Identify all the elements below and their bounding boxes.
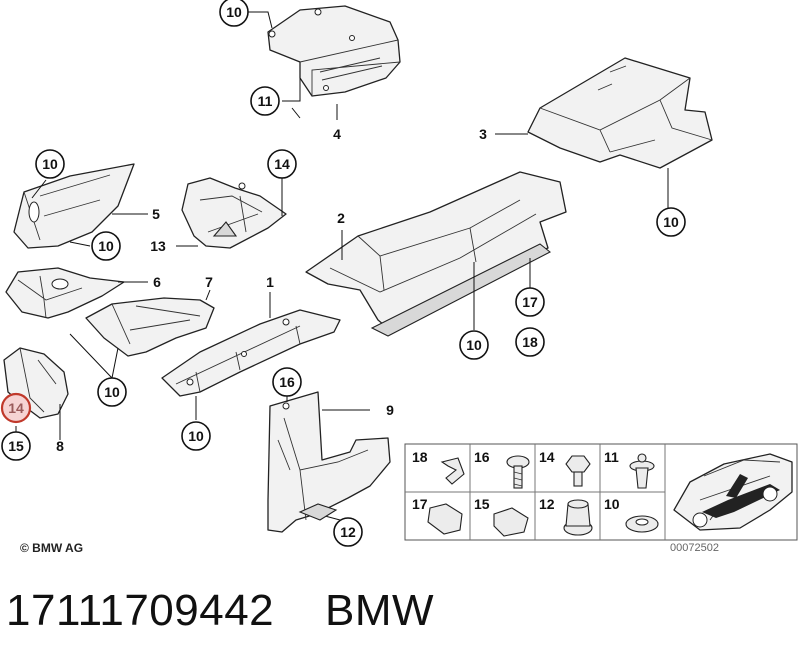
- part-5-heat-shield: [13, 163, 135, 249]
- panel-cell-15: 15: [474, 496, 490, 512]
- nut-15-drawing: [493, 507, 529, 537]
- label-8: 8: [56, 438, 64, 454]
- callout-10-lower: 10: [181, 421, 211, 451]
- callout-11: 11: [250, 86, 280, 116]
- copyright-notice: © BMW AG: [20, 541, 84, 555]
- panel-cell-11: 11: [604, 449, 619, 465]
- callout-14-upper: 14: [267, 149, 297, 179]
- label-4: 4: [333, 126, 341, 142]
- part-2-tunnel-shield: [305, 171, 567, 337]
- callout-10-left-mid: 10: [91, 231, 121, 261]
- part-7-heat-shield: [85, 297, 215, 357]
- nut-12-drawing: [563, 499, 593, 536]
- callout-10-left-top: 10: [35, 149, 65, 179]
- svg-text:1: 1: [266, 274, 274, 290]
- svg-text:18: 18: [522, 334, 538, 350]
- part-3-heat-shield: [527, 57, 713, 169]
- part-1-heat-shield: [161, 309, 341, 397]
- callout-15: 15: [1, 431, 31, 461]
- panel-cell-12: 12: [539, 496, 555, 512]
- part-6-heat-shield: [5, 267, 125, 319]
- callout-17-center: 17: [515, 287, 545, 317]
- svg-text:10: 10: [466, 337, 482, 353]
- callout-14-highlighted: 14: [0, 392, 32, 424]
- svg-text:9: 9: [386, 402, 394, 418]
- callout-10-left-lower: 10: [97, 377, 127, 407]
- svg-text:10: 10: [104, 384, 120, 400]
- label-3: 3: [479, 126, 487, 142]
- panel-cell-18: 18: [412, 449, 428, 465]
- panel-cell-16: 16: [474, 449, 490, 465]
- panel-cell-17: 17: [412, 496, 428, 512]
- washer-10-drawing: [625, 515, 659, 533]
- svg-text:17: 17: [522, 294, 538, 310]
- rivet-11-drawing: [629, 453, 655, 489]
- part-9-heat-shield: [267, 391, 391, 533]
- svg-text:7: 7: [205, 274, 213, 290]
- svg-text:15: 15: [8, 438, 24, 454]
- part-13-heat-shield: [181, 177, 287, 249]
- label-1: 1: [266, 274, 274, 290]
- svg-text:8: 8: [56, 438, 64, 454]
- svg-text:14: 14: [8, 400, 24, 416]
- svg-text:2: 2: [337, 210, 345, 226]
- clip-17-drawing: [427, 503, 463, 535]
- svg-text:3: 3: [479, 126, 487, 142]
- clip-18-drawing: [440, 457, 465, 485]
- callout-10-right: 10: [656, 207, 686, 237]
- callout-18-center: 18: [515, 327, 545, 357]
- svg-text:5: 5: [152, 206, 160, 222]
- svg-text:10: 10: [663, 214, 679, 230]
- svg-text:10: 10: [98, 238, 114, 254]
- panel-cell-10: 10: [604, 496, 620, 512]
- panel-cell-14: 14: [539, 449, 555, 465]
- svg-text:4: 4: [333, 126, 341, 142]
- label-2: 2: [337, 210, 345, 226]
- drawing-number: 00072502: [670, 542, 719, 554]
- screw-16-drawing: [506, 455, 530, 489]
- part-12-clip: [298, 503, 338, 521]
- part-4-heat-shield: [267, 5, 401, 97]
- svg-text:6: 6: [153, 274, 161, 290]
- screw-14-drawing: [565, 455, 591, 487]
- svg-text:11: 11: [258, 93, 273, 109]
- label-9: 9: [386, 402, 394, 418]
- car-location-thumbnail: [673, 453, 793, 531]
- hardware-panel: 18 16 14 11 17 15 12 10: [404, 443, 798, 541]
- svg-text:10: 10: [42, 156, 58, 172]
- svg-text:12: 12: [340, 524, 356, 540]
- label-7: 7: [205, 274, 213, 290]
- svg-text:14: 14: [274, 156, 290, 172]
- label-5: 5: [152, 206, 160, 222]
- label-13: 13: [150, 238, 166, 254]
- callout-10-top: 10: [219, 0, 249, 27]
- callout-16: 16: [272, 367, 302, 397]
- svg-text:10: 10: [226, 4, 242, 20]
- callout-10-center: 10: [459, 330, 489, 360]
- callout-12: 12: [333, 517, 363, 547]
- part-number-caption: 17111709442 BMW: [6, 586, 435, 635]
- svg-text:10: 10: [188, 428, 204, 444]
- svg-text:16: 16: [279, 374, 295, 390]
- svg-text:13: 13: [150, 238, 166, 254]
- label-6: 6: [153, 274, 161, 290]
